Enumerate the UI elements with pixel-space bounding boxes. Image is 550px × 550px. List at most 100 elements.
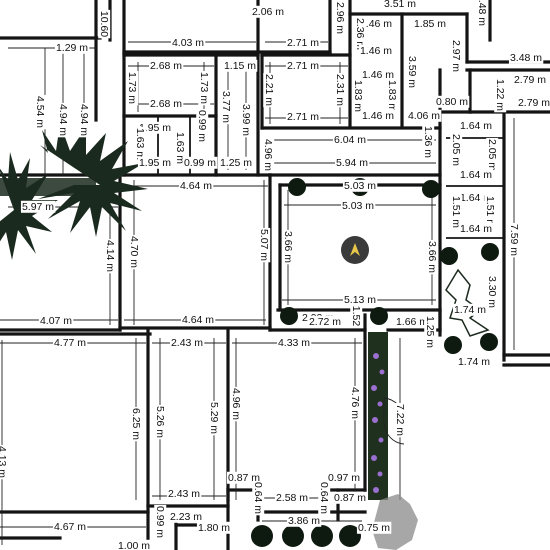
dimension-label-bg: [342, 293, 378, 306]
dimension-label-bg: [262, 137, 275, 173]
dimension-text: 1.74 m: [454, 304, 486, 316]
dimension-label-bg: [340, 199, 376, 212]
dimension-label-bg: [307, 315, 343, 328]
dimension-label-bg: [98, 9, 111, 39]
dimension-label-d66: 3.66 m: [282, 229, 295, 265]
dimension-label-bg: [512, 73, 548, 86]
dimension-text: 4.94 m: [78, 104, 90, 136]
column-icon: [480, 333, 498, 351]
dimension-label-d56: 5.97 m: [20, 200, 56, 213]
dimension-label-bg: [137, 156, 173, 169]
dimension-label-bg: [285, 110, 321, 123]
dimension-text: 1.51 m: [484, 196, 496, 228]
compass-icon[interactable]: [341, 236, 369, 264]
dimension-label-bg: [180, 313, 216, 326]
dimension-text: 7.59 m: [508, 224, 520, 256]
dimension-label-d7: 1.48 m: [476, 0, 489, 28]
dimension-label-d85: 6.25 m: [130, 406, 143, 442]
dimension-text: 5.07 m: [258, 229, 270, 261]
dimension-label-d9: 4.03 m: [170, 36, 206, 49]
dimension-label-d5: 1.46 m: [358, 17, 394, 30]
dimension-text: 4.14 m: [104, 240, 116, 272]
dimension-label-d81: 4.33 m: [276, 336, 312, 349]
dimension-text: 2.06 m: [252, 6, 284, 18]
dimension-label-bg: [422, 124, 435, 160]
dimension-label-d74: 2.72 m: [307, 315, 343, 328]
dimension-text: 2.71 m: [287, 111, 319, 123]
dimension-label-d46: 2.05 m: [486, 137, 499, 173]
dimension-label-d43: 1.63 m: [134, 126, 147, 162]
dimension-text: 1.74 m: [458, 356, 490, 368]
dimension-label-bg: [128, 234, 141, 270]
dimension-label-d29: 1.83 m: [386, 78, 399, 114]
dimension-label-bg: [222, 59, 258, 72]
tree-icon: [251, 525, 361, 547]
dimension-label-bg: [104, 238, 117, 274]
dimension-label-bg: [170, 36, 206, 49]
dimension-label-d45: 2.05 m: [450, 132, 463, 168]
dimension-label-d16: 1.15 m: [222, 59, 258, 72]
dimension-label-d91: 2.43 m: [166, 487, 202, 500]
dimension-text: 2.05 m: [450, 134, 462, 166]
dimension-label-bg: [258, 227, 271, 263]
dimension-text: 2.31 m: [334, 74, 346, 106]
dimension-label-bg: [78, 102, 91, 138]
dimension-label-d14: 3.48 m: [508, 51, 544, 64]
dimension-label-d40: 0.99 m: [196, 108, 209, 144]
dimension-text: 1.29 m: [56, 42, 88, 54]
dimension-label-d8: 1.29 m: [54, 41, 90, 54]
dimension-label-bg: [406, 109, 442, 122]
dimension-label-bg: [252, 480, 265, 516]
dimension-label-d90: 0.97 m: [326, 471, 362, 484]
dimension-text: 1.25 m: [220, 157, 252, 169]
dimension-label-bg: [332, 491, 368, 504]
dimension-label-d61: 1.64 m: [458, 222, 494, 235]
dimension-label-bg: [230, 386, 243, 422]
dimension-text: 1.46 m: [362, 69, 394, 81]
dimension-label-d4: 2.96 m: [334, 0, 347, 36]
dimension-label-bg: [226, 471, 262, 484]
dimension-label-bg: [198, 70, 211, 106]
dimension-label-bg: [126, 70, 139, 106]
dimension-label-d83: 4.76 m: [349, 385, 362, 421]
dimension-label-d72: 4.64 m: [180, 313, 216, 326]
dimension-text: 4.64 m: [182, 314, 214, 326]
dimension-label-d36: 2.71 m: [285, 110, 321, 123]
dimension-label-d95: 0.87 m: [332, 491, 368, 504]
dimension-label-d15: 2.68 m: [148, 59, 184, 72]
dimension-label-bg: [334, 156, 370, 169]
dimension-label-d99: 1.80 m: [196, 521, 232, 534]
column-icon: [288, 178, 306, 196]
dimension-label-bg: [276, 336, 312, 349]
dimension-label-bg: [54, 41, 90, 54]
dimension-label-d89: 0.87 m: [226, 471, 262, 484]
dimension-text: 2.79 m: [514, 74, 546, 86]
dimension-label-d48: 0.99 m: [182, 156, 218, 169]
dimension-text: 3.99 m: [240, 104, 252, 136]
dimension-label-d37: 1.46 m: [360, 109, 396, 122]
dimension-text: 1.00 m: [118, 540, 150, 550]
dimension-text: 4.94 m: [57, 104, 69, 136]
dimension-label-bg: [354, 16, 367, 52]
dimension-text: 1.83 m: [352, 80, 364, 112]
dimension-label-bg: [169, 336, 205, 349]
dimension-text: 2.71 m: [287, 37, 319, 49]
dimension-label-d77: 1.25 m: [424, 314, 437, 350]
dimension-label-d1: 3.51 m: [382, 0, 418, 10]
dimension-label-bg: [274, 491, 310, 504]
dimension-label-d21: 4.54 m: [34, 94, 47, 130]
dimension-label-bg: [352, 78, 365, 114]
dimension-text: 7.22 m: [394, 404, 406, 436]
dimension-text: 2.68 m: [150, 98, 182, 110]
dimension-text: 2.21 m: [263, 74, 275, 106]
dimension-text: 2.97 m: [450, 40, 462, 72]
dimension-label-d22: 4.94 m: [57, 102, 70, 138]
dimension-label-d64: 4.14 m: [104, 238, 117, 274]
dimension-label-d38: 4.06 m: [406, 109, 442, 122]
dimension-label-bg: [326, 471, 362, 484]
dimension-label-bg: [456, 355, 492, 368]
dimension-label-bg: [450, 132, 463, 168]
dimension-text: 2.96 m: [334, 2, 346, 34]
dimension-label-bg: [360, 109, 396, 122]
